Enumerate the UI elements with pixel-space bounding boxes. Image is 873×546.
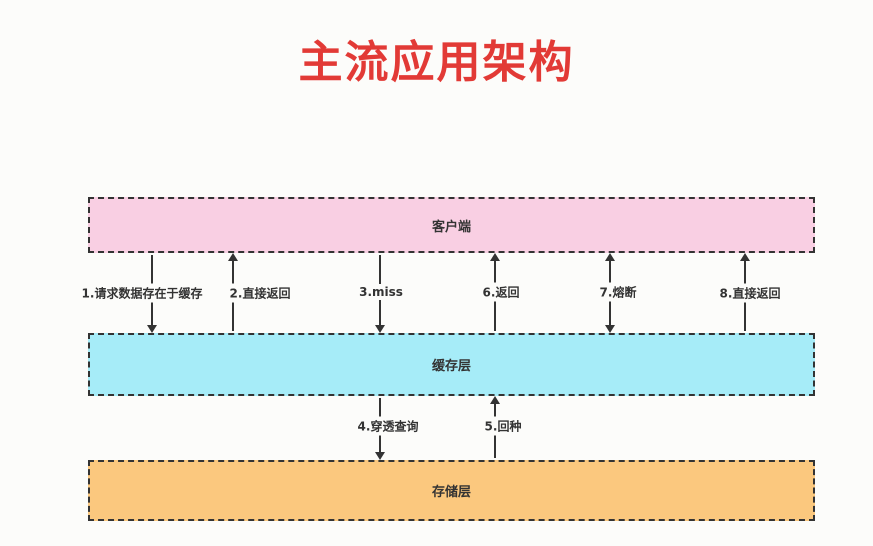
arrow-6-label: 6.返回 — [479, 282, 523, 302]
arrow-head-up-icon — [228, 253, 238, 261]
arrow-4-label: 4.穿透查询 — [354, 416, 422, 436]
layer-cache: 缓存层 — [88, 333, 815, 396]
arrow-8-label: 8.直接返回 — [716, 283, 784, 303]
arrow-2-label: 2.直接返回 — [226, 283, 294, 303]
layer-storage-label: 存储层 — [431, 485, 471, 500]
layer-client: 客户端 — [88, 197, 815, 253]
arrow-head-down-icon — [375, 325, 385, 333]
arrow-head-up-icon — [490, 396, 500, 404]
arrow-head-down-icon — [605, 325, 615, 333]
layer-storage: 存储层 — [88, 460, 815, 521]
arrow-head-up-icon — [740, 253, 750, 261]
diagram-title: 主流应用架构 — [298, 37, 575, 88]
arrow-1-label: 1.请求数据存在于缓存 — [78, 283, 206, 303]
layer-cache-label: 缓存层 — [431, 359, 471, 374]
layer-client-label: 客户端 — [431, 219, 471, 235]
arrow-5-label: 5.回种 — [481, 416, 525, 436]
arrow-head-up-icon — [605, 253, 615, 261]
arrow-head-down-icon — [147, 325, 157, 333]
arrow-7-label: 7.熔断 — [596, 282, 640, 302]
arrow-head-up-icon — [490, 253, 500, 261]
arrow-3-label: 3.miss — [356, 284, 406, 300]
arrow-head-down-icon — [375, 452, 385, 460]
